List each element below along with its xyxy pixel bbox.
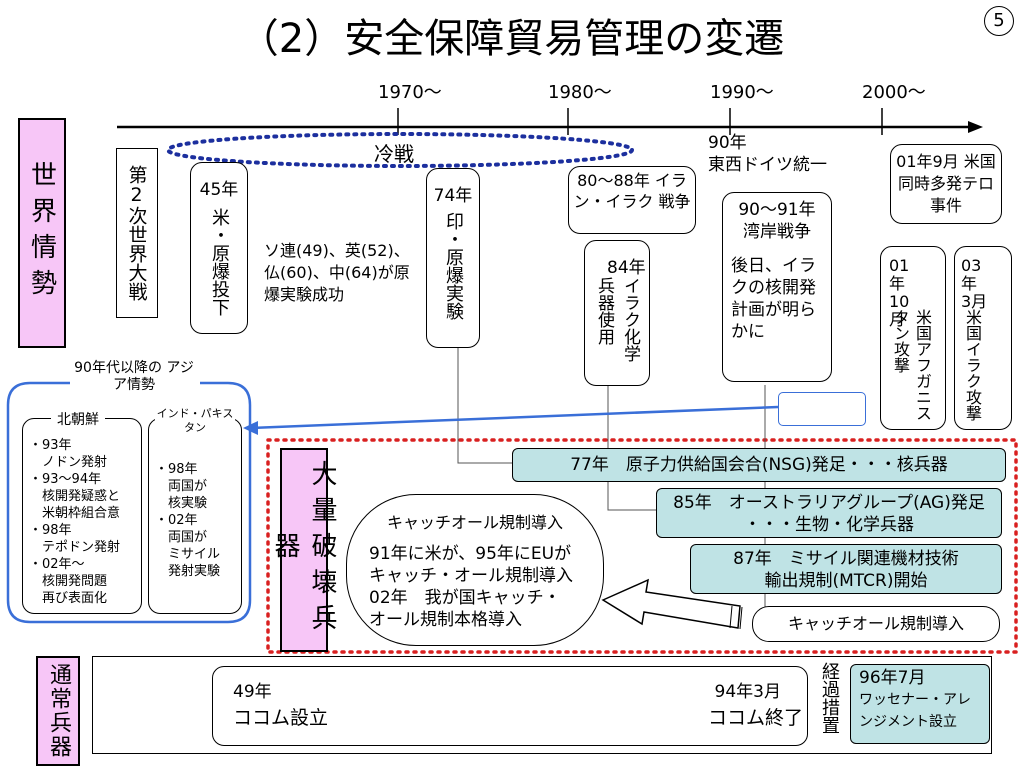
mtcr-line-1: 87年 ミサイル関連機材技術 xyxy=(733,549,959,569)
cocom-box: 49年 ココム設立 94年3月 ココム終了 xyxy=(212,666,808,746)
catchall-line-1: 91年に米が、95年にEUが xyxy=(369,544,572,564)
transition-measure: 経過措置 xyxy=(819,662,840,734)
mtcr-line-2: 輸出規制(MTCR)開始 xyxy=(764,571,928,591)
catchall-line-3: 02年 我が国キャッチ・ xyxy=(369,588,561,608)
catchall-line-2: キャッチ・オール規制導入 xyxy=(369,566,573,586)
north-korea-list: ・93年 ノドン発射 ・93～94年 核開発疑惑と 米朝枠組合意 ・98年 テポ… xyxy=(29,437,120,607)
gulf-war-text: 後日、イラクの核開発計画が明らかに xyxy=(731,256,816,342)
event-1984-text: イラク化学兵器使用 xyxy=(594,277,640,362)
ip-item: 両国が xyxy=(155,479,208,494)
iraq-attack-text: 米国イラク攻撃 xyxy=(963,309,982,421)
cocom-end-year: 94年3月 xyxy=(714,682,781,702)
event-1945-year: 45年 xyxy=(199,180,239,200)
nk-item: 再び表面化 xyxy=(29,591,108,606)
gulf-war-box: 90～91年 湾岸戦争 後日、イラクの核開発計画が明らかに xyxy=(722,192,832,382)
nuclear-tests-text: ソ連(49)、英(52)、仏(60)、中(64)が原爆実験成功 xyxy=(264,241,410,304)
event-1945-text: 米・原爆投下 xyxy=(209,208,230,316)
catchall-tag: キャッチオール規制導入 xyxy=(752,606,1000,642)
catchall-box: キャッチオール規制導入 91年に米が、95年にEUが キャッチ・オール規制導入 … xyxy=(346,494,604,646)
gulf-war-title: 90～91年 湾岸戦争 xyxy=(738,200,816,242)
ip-item: ・98年 xyxy=(155,462,198,477)
cocom-end-text: ココム終了 xyxy=(707,707,803,729)
event-1945-box: 45年 米・原爆投下 xyxy=(190,162,248,334)
german-reunification: 90年 東西ドイツ統一 xyxy=(708,132,827,176)
nk-item: ・93年 xyxy=(29,438,72,453)
nk-item: ノドン発射 xyxy=(29,455,108,470)
afghanistan-text: 米国アフガニスタン攻撃 xyxy=(891,309,932,421)
ip-item: 発射実験 xyxy=(155,564,221,579)
ag-line-1: 85年 オーストラリアグループ(AG)発足 xyxy=(673,493,985,513)
nk-item: 核開発疑惑と xyxy=(29,489,121,504)
event-1974-box: 74年 印・原爆実験 xyxy=(426,168,480,348)
iraq-attack-year: 03年 3月 xyxy=(961,256,988,311)
event-1984-box: 84年 イラク化学兵器使用 xyxy=(584,240,650,386)
year-1970: 1970～ xyxy=(378,82,442,103)
page-number: 5 xyxy=(984,6,1014,36)
north-korea-box: 北朝鮮 ・93年 ノドン発射 ・93～94年 核開発疑惑と 米朝枠組合意 ・98… xyxy=(22,409,142,614)
cold-war-label: 冷戦 xyxy=(374,142,414,166)
cocom-start-text: ココム設立 xyxy=(233,707,329,729)
nk-item: ・02年～ xyxy=(29,557,85,572)
nk-item: ・93～94年 xyxy=(29,472,102,487)
event-1974-year: 74年 xyxy=(433,186,473,206)
reunification-year: 90年 xyxy=(708,133,747,153)
page-title: （2）安全保障貿易管理の変遷 xyxy=(238,16,785,62)
afghanistan-year: 01年 10月 xyxy=(889,256,910,329)
event-1974-text: 印・原爆実験 xyxy=(443,212,464,320)
asia-title: 90年代以降の アジア情勢 xyxy=(72,360,196,394)
iraq-attack-box: 03年 3月 米国イラク攻撃 xyxy=(954,246,1012,430)
catchall-title: キャッチオール規制導入 xyxy=(386,513,563,532)
nsg-box: 77年 原子力供給国会合(NSG)発足・・・核兵器 xyxy=(512,448,1006,482)
cocom-start-year: 49年 xyxy=(233,682,272,702)
iran-iraq-war-box: 80～88年 イラン・イラク 戦争 xyxy=(568,166,696,234)
nk-item: テポドン発射 xyxy=(29,540,121,555)
wassenaar-year: 96年7月 xyxy=(859,668,926,688)
catchall-body: 91年に米が、95年にEUが キャッチ・オール規制導入 02年 我が国キャッチ・… xyxy=(369,543,573,631)
ag-line-2: ・・・生物・化学兵器 xyxy=(744,515,914,535)
reunification-text: 東西ドイツ統一 xyxy=(708,155,827,175)
afghanistan-attack-box: 01年 10月 米国アフガニスタン攻撃 xyxy=(880,246,946,430)
ip-item: ・02年 xyxy=(155,513,198,528)
north-korea-title: 北朝鮮 xyxy=(51,409,105,429)
wassenaar-text: ワッセナー・アレンジメント設立 xyxy=(859,692,971,730)
terror-attack-box: 01年9月 米国同時多発テロ事件 xyxy=(890,144,1002,224)
wmd-label: 大量破壊兵器 xyxy=(270,448,337,652)
catchall-line-4: オール規制本格導入 xyxy=(369,610,522,630)
mtcr-box: 87年 ミサイル関連機材技術 輸出規制(MTCR)開始 xyxy=(690,544,1002,594)
india-pakistan-box: インド・パキスタン ・98年 両国が 核実験 ・02年 両国が ミサイル 発射実… xyxy=(148,407,242,614)
ip-item: ミサイル xyxy=(155,547,221,562)
wassenaar-box: 96年7月 ワッセナー・アレンジメント設立 xyxy=(850,664,990,744)
year-1980: 1980～ xyxy=(548,82,612,103)
australia-group-box: 85年 オーストラリアグループ(AG)発足 ・・・生物・化学兵器 xyxy=(656,488,1002,538)
nk-item: 米朝枠組合意 xyxy=(29,506,121,521)
ip-item: 両国が xyxy=(155,530,208,545)
year-1990: 1990～ xyxy=(710,82,774,103)
nk-item: ・98年 xyxy=(29,523,72,538)
year-2000: 2000～ xyxy=(862,82,926,103)
event-1984-year: 84年 xyxy=(607,258,646,278)
india-pakistan-title: インド・パキスタン xyxy=(155,407,235,435)
asia-link-box xyxy=(778,392,866,426)
conventional-weapons-label: 通常兵器 xyxy=(36,656,80,766)
ip-item: 核実験 xyxy=(155,496,208,511)
ww2-box: 第2次世界大戦 xyxy=(116,148,158,318)
india-pakistan-list: ・98年 両国が 核実験 ・02年 両国が ミサイル 発射実験 xyxy=(155,461,220,580)
world-situation-label: 世界情勢 xyxy=(18,118,66,348)
nk-item: 核開発問題 xyxy=(29,574,108,589)
